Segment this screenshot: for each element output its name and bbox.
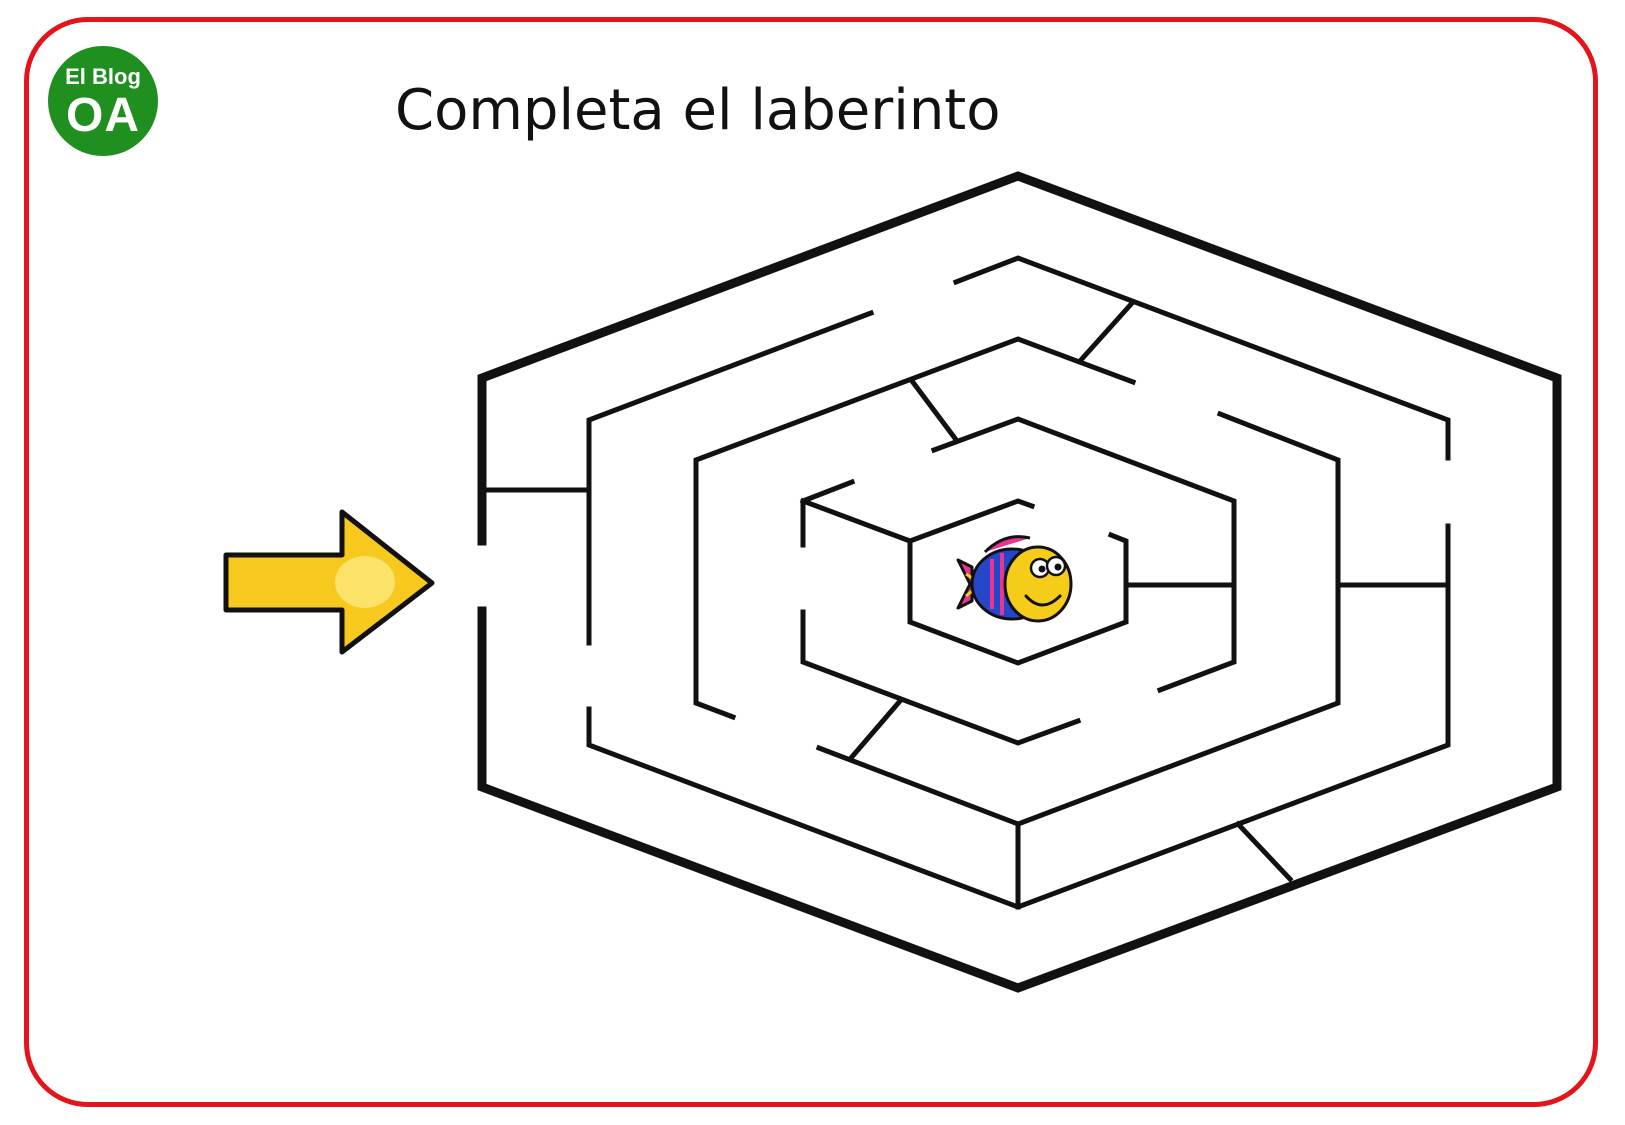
start-arrow-icon[interactable] [223,509,435,655]
hexagon-maze [477,171,1562,993]
maze-inner-walls [479,255,1451,910]
logo-line2: OA [66,89,140,142]
page-title: Completa el laberinto [395,78,1001,143]
logo-line1: El Blog [65,64,141,89]
blog-logo: El Blog OA [48,46,158,156]
maze-outer-wall [477,171,1562,993]
page-border [24,17,1598,1107]
fish-icon[interactable] [956,535,1073,623]
